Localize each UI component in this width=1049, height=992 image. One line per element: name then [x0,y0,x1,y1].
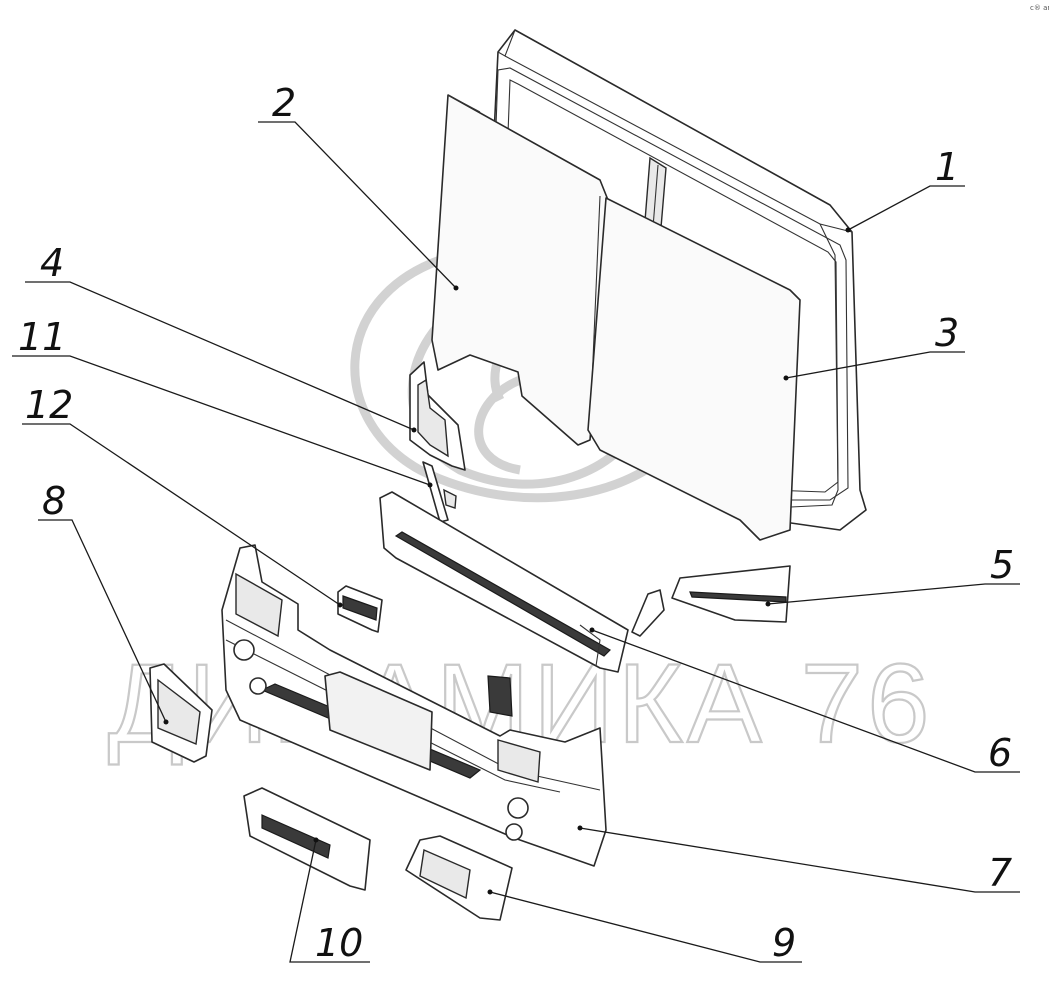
part-8-left-end-cap [149,663,213,763]
callout-label-12: 12 [25,383,73,427]
callout-10: 10 [289,839,370,965]
callout-11: 11 [12,315,431,486]
callout-3: 3 [785,311,965,379]
part-9-lower-corner [405,835,513,921]
callout-label-7: 7 [988,851,1012,895]
part-7-bumper [221,544,607,867]
callout-label-10: 10 [315,921,363,965]
callout-label-8: 8 [42,479,66,523]
callout-label-4: 4 [40,241,64,285]
anchor-dots [163,227,851,895]
callout-label-5: 5 [990,543,1014,587]
callout-label-6: 6 [988,731,1012,775]
callout-4: 4 [25,241,415,431]
part-10-lower-trim [243,787,371,891]
part-12-small-bracket [337,585,383,633]
callout-label-11: 11 [18,315,66,359]
part-3-right-glass [587,197,801,541]
callout-2: 2 [258,81,457,289]
callout-5: 5 [767,543,1020,605]
callout-label-2: 2 [272,81,296,125]
callout-8: 8 [38,479,167,723]
callout-label-3: 3 [935,311,959,355]
callout-9: 9 [489,891,802,965]
part-6-grille-panel [379,491,629,673]
part-11-bracket [422,461,457,523]
callout-12: 12 [22,383,341,606]
callout-label-1: 1 [935,145,959,189]
corner-mark: c® ann [1030,4,1049,12]
callout-6: 6 [591,629,1020,775]
callout-label-9: 9 [772,921,796,965]
callout-7: 7 [579,827,1020,895]
part-4-corner-trim [409,361,466,471]
callout-1: 1 [847,145,965,231]
part-5-corner-cap [631,565,791,637]
